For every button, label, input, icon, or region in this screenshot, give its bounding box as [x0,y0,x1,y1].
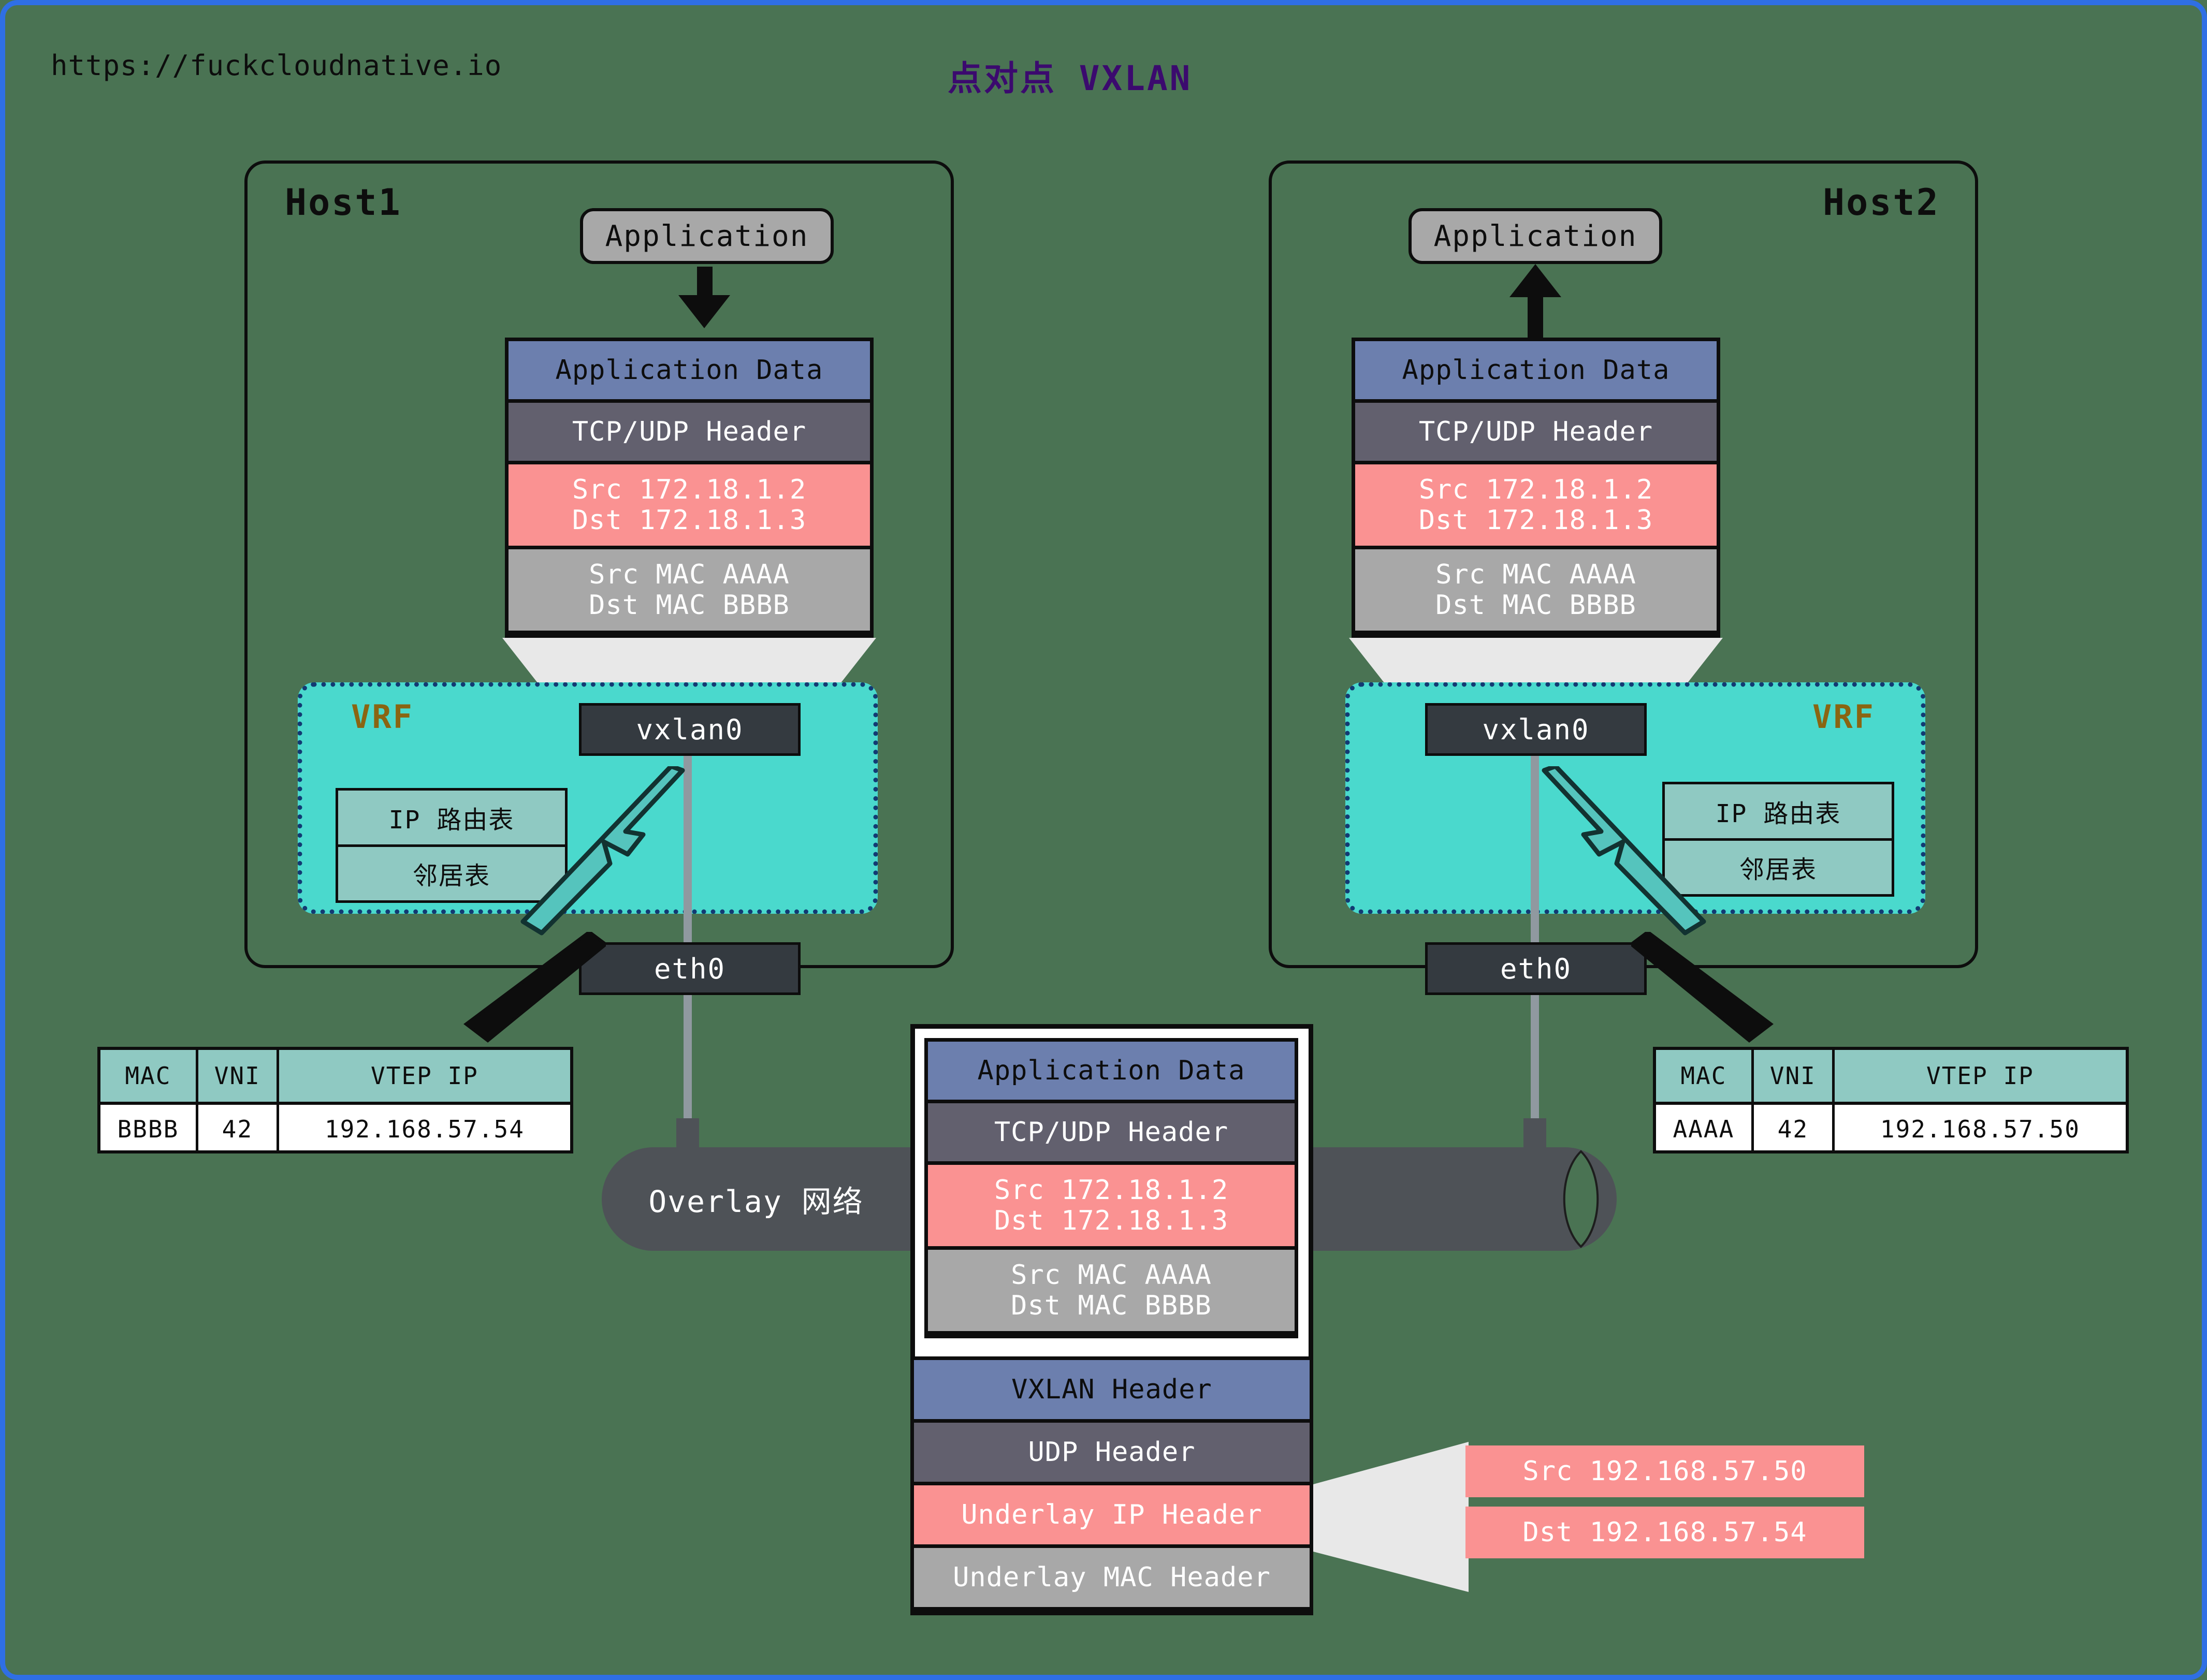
table-row: AAAA 42 192.168.57.50 [1656,1105,2126,1153]
packet-mac-dst: Dst MAC BBBB [589,589,790,621]
column-header-vni: VNI [1753,1050,1835,1102]
host2-packet-stack: Application Data TCP/UDP Header Src 172.… [1352,338,1720,638]
underlay-callout-dst: Dst 192.168.57.54 [1465,1507,1864,1558]
host2-application-box[interactable]: Application [1409,208,1662,264]
underlay-callout-connector [1313,1442,1469,1592]
packet-mac-dst: Dst MAC BBBB [1435,589,1636,621]
packet-layer-tcp-udp: TCP/UDP Header [1355,403,1717,461]
overlay-network-label: Overlay 网络 [648,1184,864,1219]
packet-layer-vxlan-header: VXLAN Header [914,1360,1310,1419]
page-title: 点对点 VXLAN [948,59,1193,98]
packet-layer-app-data: Application Data [928,1042,1295,1100]
host1-vxlan-eth-link [684,756,692,948]
packet-mac-src: Src MAC AAAA [589,559,790,591]
packet-layer-tcp-udp: TCP/UDP Header [509,403,870,461]
host1-fdb-lookup-arrow [520,766,685,936]
host1-table-pointer [463,932,606,1043]
packet-ip-src: Src 172.18.1.2 [994,1175,1229,1206]
packet-mac-src: Src MAC AAAA [1011,1260,1212,1291]
table-row: BBBB 42 192.168.57.54 [100,1105,570,1153]
packet-layer-tcp-udp: TCP/UDP Header [928,1103,1295,1161]
host1-ip-route-table: IP 路由表 [388,805,515,835]
packet-ip-src: Src 172.18.1.2 [1418,474,1653,506]
column-header-vni: VNI [198,1050,279,1102]
packet-mac-src: Src MAC AAAA [1435,559,1636,591]
column-header-vtep: VTEP IP [279,1050,570,1102]
host2-up-arrow-head [1509,264,1561,297]
host2-vrf-label: VRF [1812,698,1875,736]
watermark-url: https://fuckcloudnative.io [51,49,502,82]
host2-vxlan0-device[interactable]: vxlan0 [1425,703,1647,756]
host2-label: Host2 [1823,181,1940,224]
fdb-table-left: MAC VNI VTEP IP BBBB 42 192.168.57.54 [97,1047,573,1153]
cell-vni: 42 [198,1105,279,1153]
packet-ip-dst: Dst 172.18.1.3 [994,1205,1229,1236]
overlay-pipe-opening [1563,1150,1599,1248]
overlay-pipe-stem-left [676,1118,699,1155]
host2-up-arrow-shaft [1528,290,1543,338]
packet-layer-app-data: Application Data [1355,341,1717,399]
column-header-mac: MAC [1656,1050,1754,1102]
encap-outer-headers: VXLAN Header UDP Header Underlay IP Head… [910,1356,1313,1615]
host1-application-box[interactable]: Application [580,208,834,264]
host1-vxlan0-device[interactable]: vxlan0 [579,703,801,756]
host1-vrf-label: VRF [351,698,414,736]
host1-packet-stack: Application Data TCP/UDP Header Src 172.… [505,338,874,638]
packet-layer-mac: Src MAC AAAA Dst MAC BBBB [928,1250,1295,1331]
host1-vrf-tables: IP 路由表 邻居表 [336,788,568,903]
packet-ip-dst: Dst 172.18.1.3 [572,504,807,536]
column-header-mac: MAC [100,1050,198,1102]
encap-inner-packet: Application Data TCP/UDP Header Src 172.… [924,1038,1298,1338]
packet-layer-ip: Src 172.18.1.2 Dst 172.18.1.3 [928,1165,1295,1246]
host1-eth0-device[interactable]: eth0 [579,942,801,995]
packet-layer-udp-header: UDP Header [914,1423,1310,1482]
host1-down-arrow-head [678,295,730,328]
host2-ip-route-table: IP 路由表 [1715,799,1841,828]
fdb-table-right: MAC VNI VTEP IP AAAA 42 192.168.57.50 [1653,1047,2129,1153]
column-header-vtep: VTEP IP [1834,1050,2126,1102]
host2-neighbor-table: 邻居表 [1665,838,1892,895]
packet-layer-ip: Src 172.18.1.2 Dst 172.18.1.3 [1355,464,1717,546]
table-header-row: MAC VNI VTEP IP [100,1050,570,1105]
packet-mac-dst: Dst MAC BBBB [1011,1290,1212,1321]
packet-layer-ip: Src 172.18.1.2 Dst 172.18.1.3 [509,464,870,546]
host2-eth0-device[interactable]: eth0 [1425,942,1647,995]
packet-layer-underlay-mac-header: Underlay MAC Header [914,1548,1310,1607]
packet-ip-dst: Dst 172.18.1.3 [1418,504,1653,536]
packet-layer-mac: Src MAC AAAA Dst MAC BBBB [509,549,870,631]
cell-vtep: 192.168.57.54 [324,1115,525,1143]
host1-neighbor-table: 邻居表 [338,844,565,901]
host2-vxlan-eth-link [1531,756,1539,948]
cell-mac: AAAA [1656,1105,1754,1153]
host2-table-pointer [1631,932,1774,1043]
packet-layer-underlay-ip-header: Underlay IP Header [914,1485,1310,1544]
host1-label: Host1 [285,181,402,224]
packet-layer-app-data: Application Data [509,341,870,399]
overlay-pipe-stem-right [1523,1118,1546,1155]
cell-vni: 42 [1754,1105,1835,1153]
packet-layer-mac: Src MAC AAAA Dst MAC BBBB [1355,549,1717,631]
host2-vrf-tables: IP 路由表 邻居表 [1662,782,1894,897]
packet-ip-src: Src 172.18.1.2 [572,474,807,506]
cell-vtep: 192.168.57.50 [1880,1115,2080,1143]
table-header-row: MAC VNI VTEP IP [1656,1050,2126,1105]
cell-mac: BBBB [100,1105,198,1153]
underlay-callout-src: Src 192.168.57.50 [1465,1445,1864,1497]
host2-fdb-lookup-arrow [1542,766,1706,936]
